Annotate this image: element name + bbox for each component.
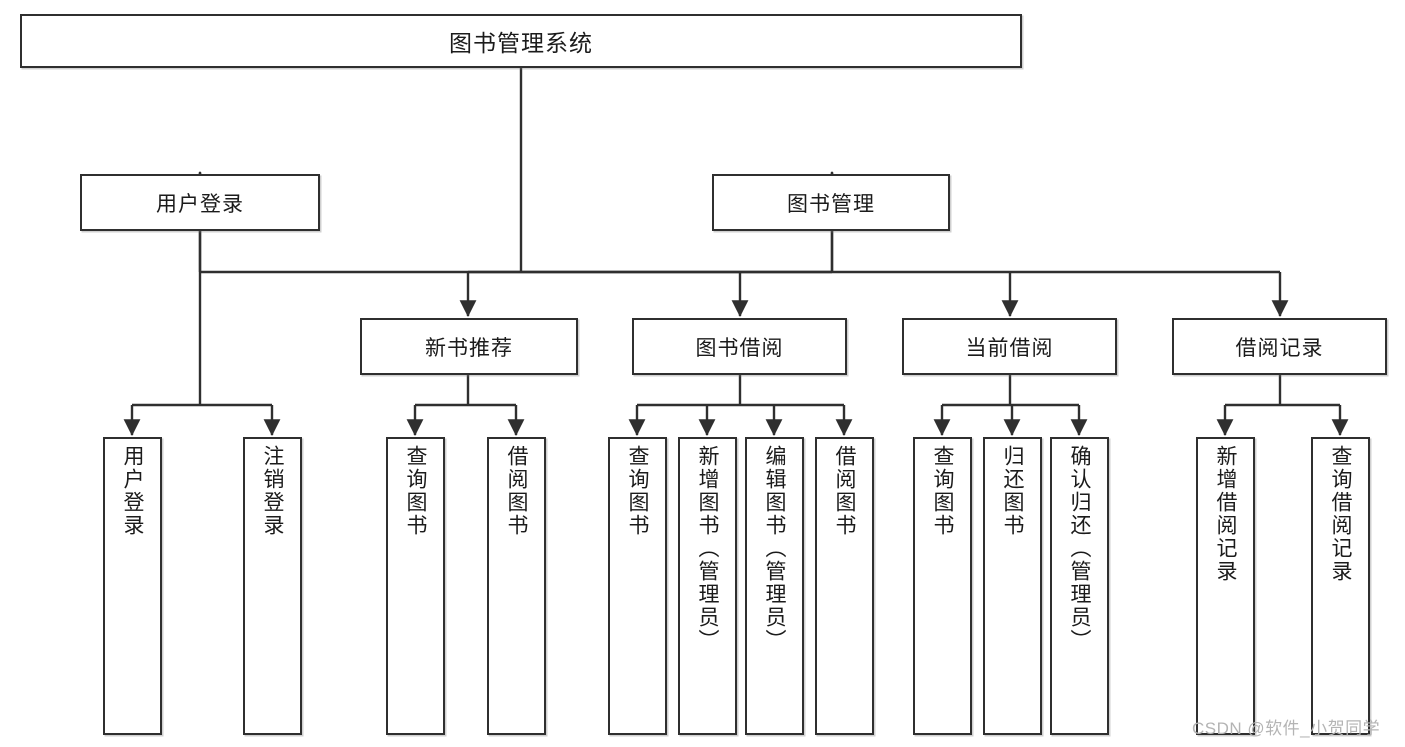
leaf-edit-book-admin-label: 编辑图书（管理员） [763, 445, 786, 652]
watermark: CSDN @软件_小贺同学 [1192, 719, 1381, 738]
leaf-query-book-newbook-label: 查询图书 [404, 445, 427, 537]
leaf-user-login[interactable]: 用户登录 [103, 437, 162, 735]
node-current-borrow-label: 当前借阅 [965, 336, 1054, 360]
leaf-borrow-book-label: 借阅图书 [833, 445, 856, 537]
node-root-label: 图书管理系统 [449, 30, 593, 56]
leaf-query-book-current-label: 查询图书 [931, 445, 954, 537]
leaf-query-book-borrow-label: 查询图书 [626, 445, 649, 537]
leaf-query-book-borrow[interactable]: 查询图书 [608, 437, 667, 735]
leaf-query-book-current[interactable]: 查询图书 [913, 437, 972, 735]
node-borrow-record-label: 借阅记录 [1235, 336, 1324, 360]
leaf-return-book[interactable]: 归还图书 [983, 437, 1042, 735]
leaf-query-borrow-record-label: 查询借阅记录 [1329, 445, 1352, 583]
leaf-add-borrow-record-label: 新增借阅记录 [1214, 445, 1237, 583]
leaf-add-book-admin[interactable]: 新增图书（管理员） [678, 437, 737, 735]
leaf-confirm-return-admin[interactable]: 确认归还（管理员） [1050, 437, 1109, 735]
leaf-borrow-book[interactable]: 借阅图书 [815, 437, 874, 735]
node-book-management[interactable]: 图书管理 [712, 174, 950, 231]
leaf-add-borrow-record[interactable]: 新增借阅记录 [1196, 437, 1255, 735]
node-new-book-recommend-label: 新书推荐 [425, 336, 513, 360]
leaf-borrow-book-newbook[interactable]: 借阅图书 [487, 437, 546, 735]
leaf-add-book-admin-label: 新增图书（管理员） [696, 445, 719, 652]
node-current-borrow[interactable]: 当前借阅 [902, 318, 1117, 375]
leaf-logout[interactable]: 注销登录 [243, 437, 302, 735]
leaf-query-book-newbook[interactable]: 查询图书 [386, 437, 445, 735]
leaf-user-login-label: 用户登录 [121, 445, 144, 537]
leaf-return-book-label: 归还图书 [1001, 445, 1024, 537]
node-book-management-label: 图书管理 [787, 192, 875, 216]
node-root[interactable]: 图书管理系统 [20, 14, 1022, 68]
node-borrow-record[interactable]: 借阅记录 [1172, 318, 1387, 375]
node-book-borrow[interactable]: 图书借阅 [632, 318, 847, 375]
node-user-login[interactable]: 用户登录 [80, 174, 320, 231]
leaf-confirm-return-admin-label: 确认归还（管理员） [1068, 445, 1091, 652]
node-book-borrow-label: 图书借阅 [695, 336, 784, 360]
node-user-login-label: 用户登录 [156, 192, 244, 216]
leaf-borrow-book-newbook-label: 借阅图书 [505, 445, 528, 537]
leaf-logout-label: 注销登录 [261, 445, 284, 537]
node-new-book-recommend[interactable]: 新书推荐 [360, 318, 578, 375]
leaf-edit-book-admin[interactable]: 编辑图书（管理员） [745, 437, 804, 735]
leaf-query-borrow-record[interactable]: 查询借阅记录 [1311, 437, 1370, 735]
